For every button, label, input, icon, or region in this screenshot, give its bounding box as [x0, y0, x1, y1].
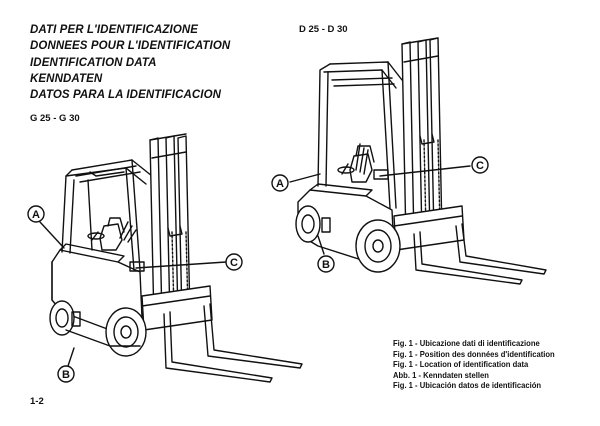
title-it: DATI PER L'IDENTIFICAZIONE: [30, 24, 199, 36]
callout-c-left: C: [230, 257, 238, 269]
callout-leader-b-right: [317, 235, 325, 255]
forklift-left-drawing: [49, 133, 303, 383]
title-en: IDENTIFICATION DATA: [30, 56, 157, 69]
callout-circle-a-right: [271, 174, 289, 192]
caption-fr: Fig. 1 - Position des données d'identifi…: [393, 348, 555, 359]
callout-a-right: A: [276, 178, 284, 190]
callout-leader-a-left: [39, 221, 65, 249]
model-label-diesel: D 25 - D 30: [299, 24, 348, 35]
callout-b-right: B: [322, 259, 330, 271]
model-label-gas: G 25 - G 30: [30, 113, 80, 124]
caption-es: Fig. 1 - Ubicación datos de identificaci…: [393, 380, 542, 391]
callout-circle-c-right: [471, 156, 489, 174]
callout-leader-c-left: [135, 261, 227, 269]
callout-circle-b-left: [57, 365, 75, 383]
figure-captions: Fig. 1 - Ubicazione dati di identificazi…: [393, 338, 569, 391]
title-de: KENNDATEN: [30, 72, 103, 85]
page-number: 1-2: [30, 396, 44, 407]
caption-de: Abb. 1 - Kenndaten stellen: [393, 369, 489, 380]
title-fr: DONNEES POUR L'IDENTIFICATION: [30, 40, 231, 53]
callout-circle-c-left: [225, 253, 243, 271]
callout-a-left: A: [32, 209, 40, 221]
title-es: DATOS PARA LA IDENTIFICACION: [30, 89, 222, 102]
callout-leader-c-right: [379, 165, 471, 177]
callout-circle-b-right: [317, 255, 335, 273]
caption-it: Fig. 1 - Ubicazione dati di identificazi…: [393, 338, 540, 348]
forklift-right-drawing: [295, 37, 547, 285]
callout-circle-a-left: [27, 205, 45, 223]
caption-en: Fig. 1 - Location of identification data: [393, 359, 529, 370]
callout-b-left: B: [62, 369, 70, 381]
callout-c-right: C: [476, 160, 484, 172]
callout-leader-a-right: [289, 173, 321, 183]
title-block: DATI PER L'IDENTIFICAZIONE DONNEES POUR …: [30, 22, 230, 103]
callout-leader-b-left: [67, 347, 75, 367]
